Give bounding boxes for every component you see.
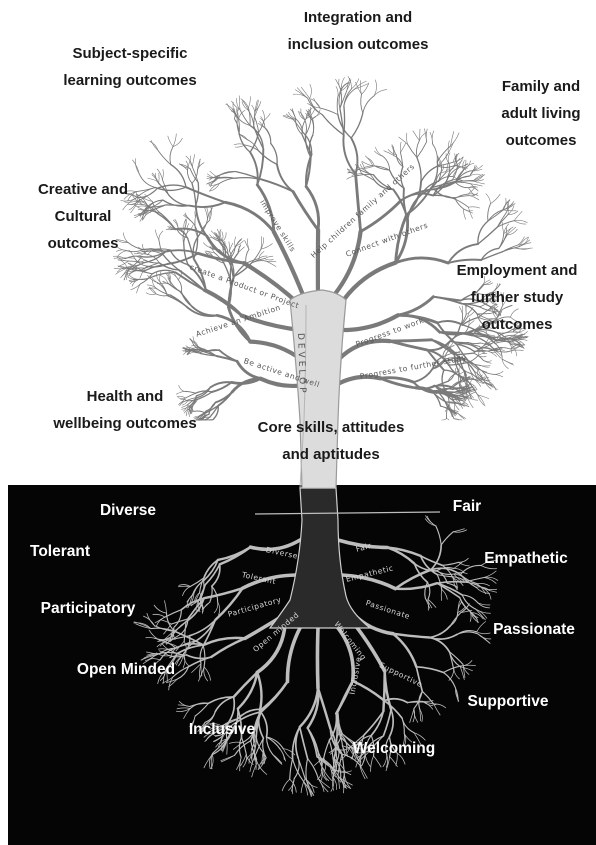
label-empathetic: Empathetic	[470, 545, 582, 572]
label-supportive: Supportive	[454, 688, 562, 715]
label-tolerant: Tolerant	[14, 538, 106, 565]
label-core-skills: Core skills, attitudes and aptitudes	[236, 414, 426, 468]
tree-root	[317, 628, 318, 688]
label-health-outcomes: Health and wellbeing outcomes	[30, 383, 220, 437]
tree-root	[408, 702, 424, 703]
label-welcoming: Welcoming	[338, 735, 450, 762]
tree-branch	[390, 340, 432, 341]
label-open-minded: Open Minded	[60, 656, 192, 683]
label-integration-outcomes: Integration and inclusion outcomes	[258, 4, 458, 58]
tree-branch	[166, 205, 189, 206]
label-fair: Fair	[444, 493, 490, 520]
label-inclusive: Inclusive	[176, 716, 268, 743]
label-employment-outcomes: Employment and further study outcomes	[438, 257, 596, 338]
label-family-outcomes: Family and adult living outcomes	[486, 73, 596, 154]
label-participatory: Participatory	[26, 595, 150, 622]
label-subject-specific-outcomes: Subject-specific learning outcomes	[40, 40, 220, 94]
branch-text-develop: DEVELOP	[295, 333, 307, 396]
label-creative-outcomes: Creative and Cultural outcomes	[18, 176, 148, 257]
label-passionate: Passionate	[480, 616, 588, 643]
label-diverse: Diverse	[88, 497, 168, 524]
